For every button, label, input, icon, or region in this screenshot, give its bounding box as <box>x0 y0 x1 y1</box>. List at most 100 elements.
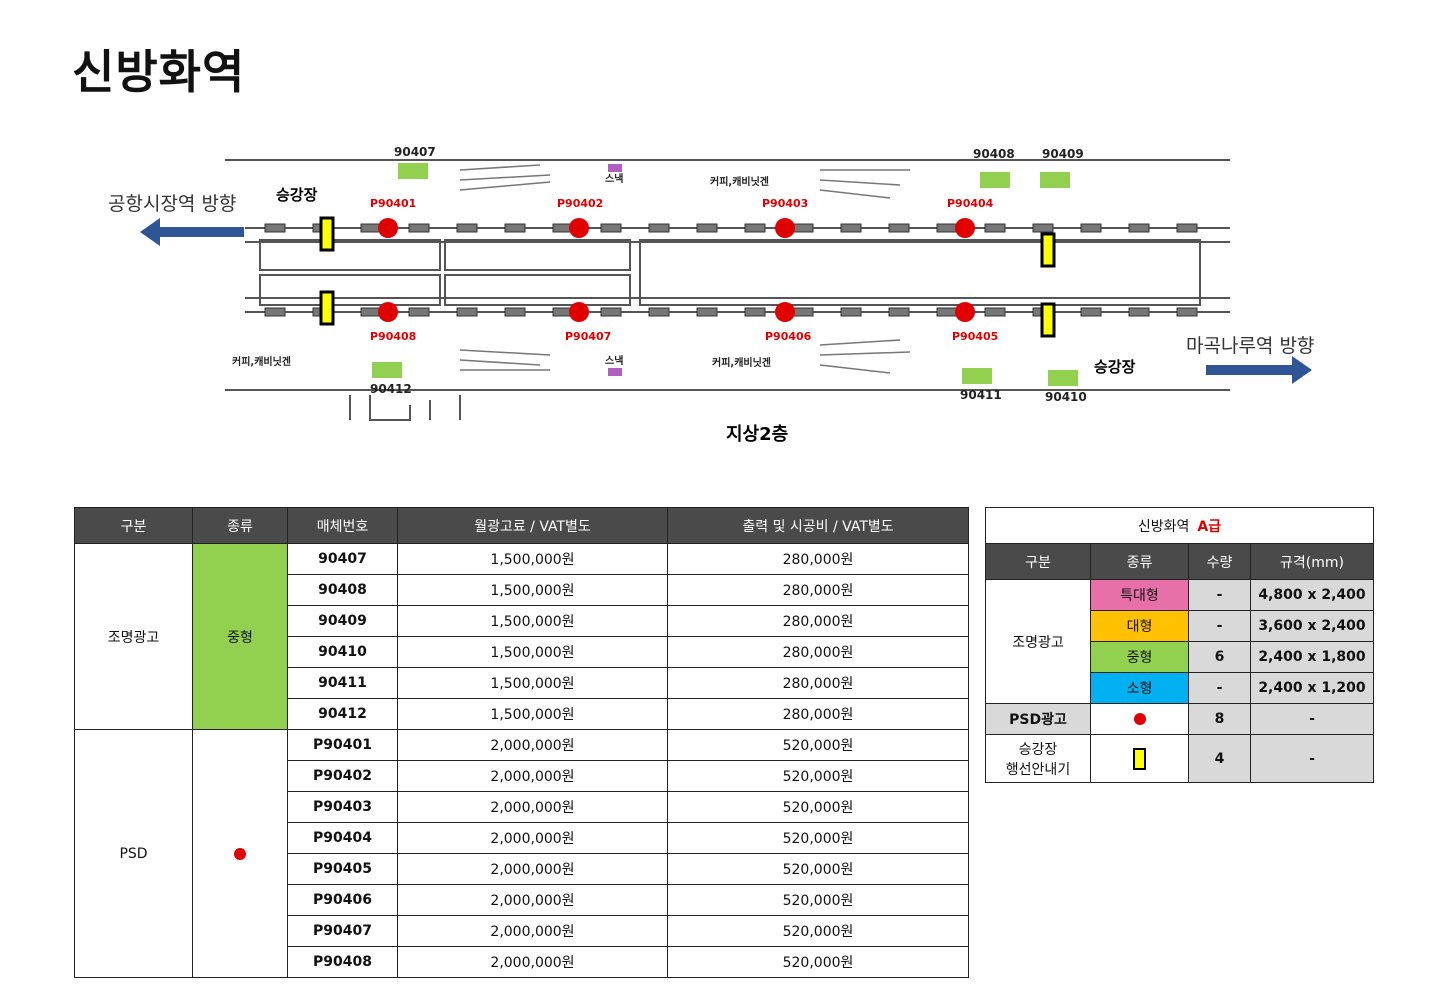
screen-door <box>648 223 670 233</box>
shop-label-snack-top: 스낵 <box>605 172 623 185</box>
lightbox-label-90411: 90411 <box>960 388 1002 402</box>
type-medium: 중형 <box>192 543 288 730</box>
screen-door <box>840 307 862 317</box>
col-header-type: 종류 <box>192 507 288 544</box>
direction-label-right: 마곡나루역 방향 <box>1186 335 1314 357</box>
screen-door <box>600 307 622 317</box>
psd-label-P90403: P90403 <box>762 197 808 210</box>
screen-door <box>1176 223 1198 233</box>
screen-door <box>696 307 718 317</box>
lightbox-90411 <box>962 368 992 384</box>
install-fee: 520,000원 <box>667 791 969 823</box>
install-fee: 520,000원 <box>667 915 969 947</box>
legend-psd-label: PSD광고 <box>985 703 1091 735</box>
lightbox-90407 <box>398 163 428 179</box>
screen-door <box>792 223 814 233</box>
screen-door <box>696 223 718 233</box>
category-psd: PSD <box>74 729 193 978</box>
media-code: 90408 <box>287 574 398 606</box>
install-fee: 280,000원 <box>667 698 969 730</box>
screen-door <box>744 307 766 317</box>
media-code: P90407 <box>287 915 398 947</box>
station-floor-plan: 90407 90408 90409 90412 90411 90410 P904… <box>100 140 1350 460</box>
screen-door <box>1128 223 1150 233</box>
screen-door <box>648 307 670 317</box>
legend-type-medium: 중형 <box>1090 641 1189 673</box>
legend-station: 신방화역 <box>1137 518 1190 535</box>
snack-marker-bottom <box>608 368 622 376</box>
legend-psd-icon-cell <box>1090 703 1189 735</box>
shop-label-coffee-left: 커피,캐비닛겐 <box>232 355 291 368</box>
legend-type-small: 소형 <box>1090 672 1189 704</box>
table-row: PSD P90401 2,000,000원 520,000원 <box>74 729 969 978</box>
monthly-fee: 1,500,000원 <box>397 667 668 699</box>
monthly-fee: 1,500,000원 <box>397 543 668 575</box>
yellow-guide-icon <box>1133 747 1146 770</box>
table-row: P90402 2,000,000원 520,000원 <box>75 760 969 792</box>
install-fee: 520,000원 <box>667 853 969 885</box>
screen-door <box>840 223 862 233</box>
lightbox-label-90408: 90408 <box>973 147 1015 161</box>
red-dot-icon <box>1133 713 1146 725</box>
platform-guide-2 <box>319 290 335 326</box>
psd-marker-P90406 <box>775 302 795 322</box>
legend-header-category: 구분 <box>985 543 1091 580</box>
platform-label-bottom: 승강장 <box>1094 358 1136 376</box>
legend-guide-label: 승강장 행선안내기 <box>985 734 1091 783</box>
install-fee: 520,000원 <box>667 729 969 761</box>
media-code: P90405 <box>287 853 398 885</box>
psd-marker-P90408 <box>378 302 398 322</box>
psd-marker-P90407 <box>569 302 589 322</box>
legend-qty: 8 <box>1188 703 1251 735</box>
table-row: P90406 2,000,000원 520,000원 <box>75 884 969 916</box>
monthly-fee: 2,000,000원 <box>397 853 668 885</box>
screen-door <box>1176 307 1198 317</box>
legend-qty: 4 <box>1188 734 1251 783</box>
screen-door <box>1128 307 1150 317</box>
psd-marker-P90401 <box>378 218 398 238</box>
category-lighting: 조명광고 <box>74 543 193 730</box>
legend-type-large: 대형 <box>1090 610 1189 642</box>
screen-door <box>936 223 958 233</box>
monthly-fee: 1,500,000원 <box>397 605 668 637</box>
monthly-fee: 2,000,000원 <box>397 884 668 916</box>
shop-label-coffee-bottom: 커피,캐비닛겐 <box>712 356 771 369</box>
table-row: P90404 2,000,000원 520,000원 <box>75 822 969 854</box>
red-dot-icon <box>234 847 246 860</box>
monthly-fee: 2,000,000원 <box>397 915 668 947</box>
legend-header-type: 종류 <box>1090 543 1189 580</box>
platform-label-top: 승강장 <box>276 186 318 204</box>
psd-marker-P90402 <box>569 218 589 238</box>
col-header-monthly-fee: 월광고료 / VAT별도 <box>397 507 668 544</box>
table-row: 조명광고 중형 90407 1,500,000원 280,000원 <box>74 543 969 730</box>
psd-label-P90407: P90407 <box>565 330 611 343</box>
legend-qty: - <box>1188 610 1251 642</box>
media-code: P90408 <box>287 946 398 978</box>
platform-guide-1 <box>319 216 335 252</box>
snack-marker-top <box>608 164 622 172</box>
legend-size: - <box>1250 703 1374 735</box>
col-header-category: 구분 <box>74 507 193 544</box>
table-row: P90407 2,000,000원 520,000원 <box>75 915 969 947</box>
legend-size: - <box>1250 734 1374 783</box>
lightbox-label-90409: 90409 <box>1042 147 1084 161</box>
screen-door <box>600 223 622 233</box>
screen-door <box>744 223 766 233</box>
lightbox-label-90407: 90407 <box>394 145 436 159</box>
media-code: 90412 <box>287 698 398 730</box>
monthly-fee: 1,500,000원 <box>397 574 668 606</box>
legend-header-size: 규격(mm) <box>1250 543 1374 580</box>
shop-label-coffee-top: 커피,캐비닛겐 <box>710 175 769 188</box>
install-fee: 280,000원 <box>667 574 969 606</box>
psd-label-P90404: P90404 <box>947 197 994 210</box>
lightbox-90412 <box>372 362 402 378</box>
platform-guide-3 <box>1040 232 1056 268</box>
install-fee: 520,000원 <box>667 760 969 792</box>
screen-door <box>456 307 478 317</box>
media-code: P90404 <box>287 822 398 854</box>
screen-door <box>408 307 430 317</box>
install-fee: 280,000원 <box>667 636 969 668</box>
media-code: P90403 <box>287 791 398 823</box>
media-code: 90409 <box>287 605 398 637</box>
screen-door <box>1080 307 1102 317</box>
